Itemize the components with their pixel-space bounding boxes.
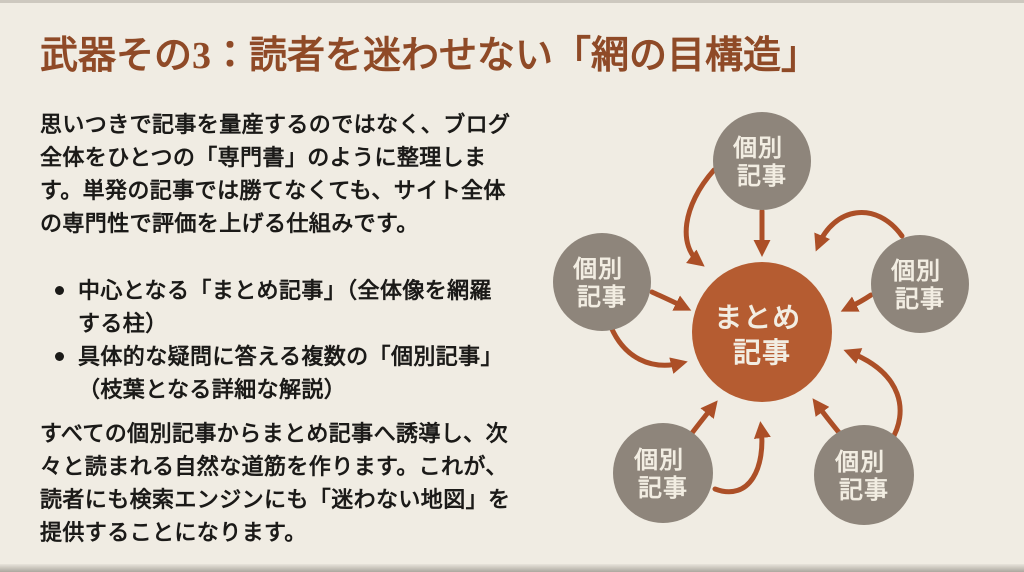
center-circle	[692, 262, 832, 402]
satellite-circle	[613, 423, 713, 523]
intro-paragraph: 思いつきで記事を量産するのではなく、ブログ 全体をひとつの「専門書」のように整理…	[40, 112, 511, 236]
center-label: まとめ 記事	[714, 302, 810, 368]
satellite-label: 個別 記事	[890, 258, 949, 313]
page-title: 武器その3：読者を迷わせない「網の目構造」	[40, 35, 820, 77]
arrow-lower-left-diagonal-icon	[686, 400, 718, 440]
bullet-list: 中心となる「まとめ記事」（全体像を網羅 する柱） 具体的な疑問に答える複数の「個…	[40, 274, 530, 406]
satellite-label: 個別 記事	[572, 256, 631, 311]
satellite-label: 個別 記事	[732, 135, 791, 190]
satellite-label: 個別 記事	[834, 449, 893, 504]
satellite-circle	[814, 425, 914, 525]
satellite-circle	[871, 235, 969, 333]
satellite-circle	[553, 233, 651, 331]
arrow-upper-right-short-icon	[840, 292, 874, 312]
satellite-node-lower-right: 個別 記事	[814, 425, 914, 525]
bullet-icon	[55, 286, 64, 295]
list-item: 具体的な疑問に答える複数の「個別記事」 （枝葉となる詳細な解説）	[40, 340, 530, 406]
center-node: まとめ 記事	[692, 262, 832, 402]
top-edge-shadow	[0, 0, 1024, 3]
satellite-node-upper-left: 個別 記事	[553, 233, 651, 331]
arrow-lower-right-diagonal-icon	[812, 398, 844, 438]
arrow-upper-left-curved-icon	[608, 324, 688, 374]
hub-spoke-diagram: 個別 記事 個別 記事 個別 記事 個別 記事	[553, 112, 969, 525]
satellite-label: 個別 記事	[633, 447, 692, 502]
arrow-top-curved-icon	[683, 167, 717, 267]
arrow-lower-right-curved-icon	[843, 348, 903, 444]
satellite-circle	[713, 112, 811, 210]
arrow-upper-right-curved-icon	[814, 210, 905, 252]
list-item: 中心となる「まとめ記事」（全体像を網羅 する柱）	[40, 274, 530, 340]
satellite-node-top: 個別 記事	[713, 112, 811, 210]
satellite-node-lower-left: 個別 記事	[613, 423, 713, 523]
closing-paragraph: すべての個別記事からまとめ記事へ誘導し、次 々と読まれる自然な道筋を作ります。こ…	[40, 421, 511, 545]
bullet-text: 中心となる「まとめ記事」（全体像を網羅 する柱）	[78, 278, 492, 336]
arrow-upper-left-short-icon	[649, 289, 692, 311]
bullet-icon	[55, 352, 64, 361]
arrow-lower-left-curved-icon	[712, 421, 771, 495]
satellite-node-upper-right: 個別 記事	[871, 235, 969, 333]
bullet-text: 具体的な疑問に答える複数の「個別記事」 （枝葉となる詳細な解説）	[78, 344, 503, 402]
